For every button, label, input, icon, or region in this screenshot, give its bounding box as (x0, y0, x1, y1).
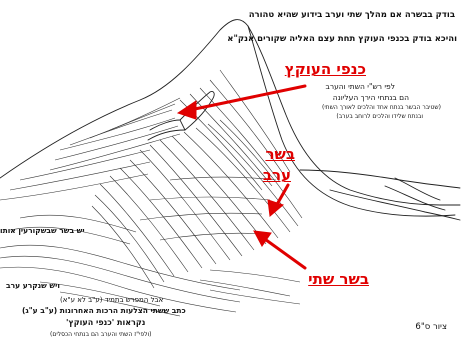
figure-number: ציור ס"6 (415, 322, 447, 332)
arrow-kanfei-haukatz-head (178, 101, 196, 119)
arrow-kanfei-haukatz (190, 86, 305, 110)
kanfei-note-4: ובנתח שלידו והלכים לרוחב בערב) (336, 113, 423, 120)
kanfei-note-3: (שטיבר הבשר בנתח אחד והלכים לאורך השתי) (322, 104, 441, 111)
bottom-line-1: אבל המפרש בתמיד (ע"ב לא ע"א) (60, 296, 163, 304)
arrow-basar-shti (262, 237, 305, 268)
bottom-line-2: כתב ששתי הצלעות הרכות האחרונות (ע"ב ע"ג) (22, 306, 186, 315)
leg-outline-upper (300, 170, 460, 188)
bottom-line-4: (ולפי"ז השתי והערב הם בנתחי הכסלים) (50, 331, 152, 338)
label-kanfei-haukatz: כנפי העוקץ (285, 60, 366, 78)
label-basar-shti: בשר שתי (308, 270, 369, 288)
header-line-1: בודק בבשרה אם מהלך שתי וערב בידוע שהיא ט… (249, 10, 455, 20)
label-yesh-shenikra: ויש שנקרע ערב (6, 281, 60, 290)
label-basar-erev-2: ערב (263, 166, 291, 184)
kanfei-note-1: לפי רש"י השתי והערב (326, 82, 395, 91)
header-line-2: והיכא בודק בכנפי העוקץ תחת עצם האליה שקו… (227, 34, 457, 44)
kanfei-note-2: הם בנתחי הירך העליונה (333, 93, 409, 102)
back-outline (248, 26, 455, 216)
label-basar-erev-1: בשר (265, 145, 295, 163)
arrow-basar-shti-head (254, 231, 271, 246)
label-yesh-basar: יש בשר שבשקורעין אותו (0, 226, 85, 235)
bottom-line-3: נקראות 'כנפי העוקץ' (66, 318, 145, 327)
